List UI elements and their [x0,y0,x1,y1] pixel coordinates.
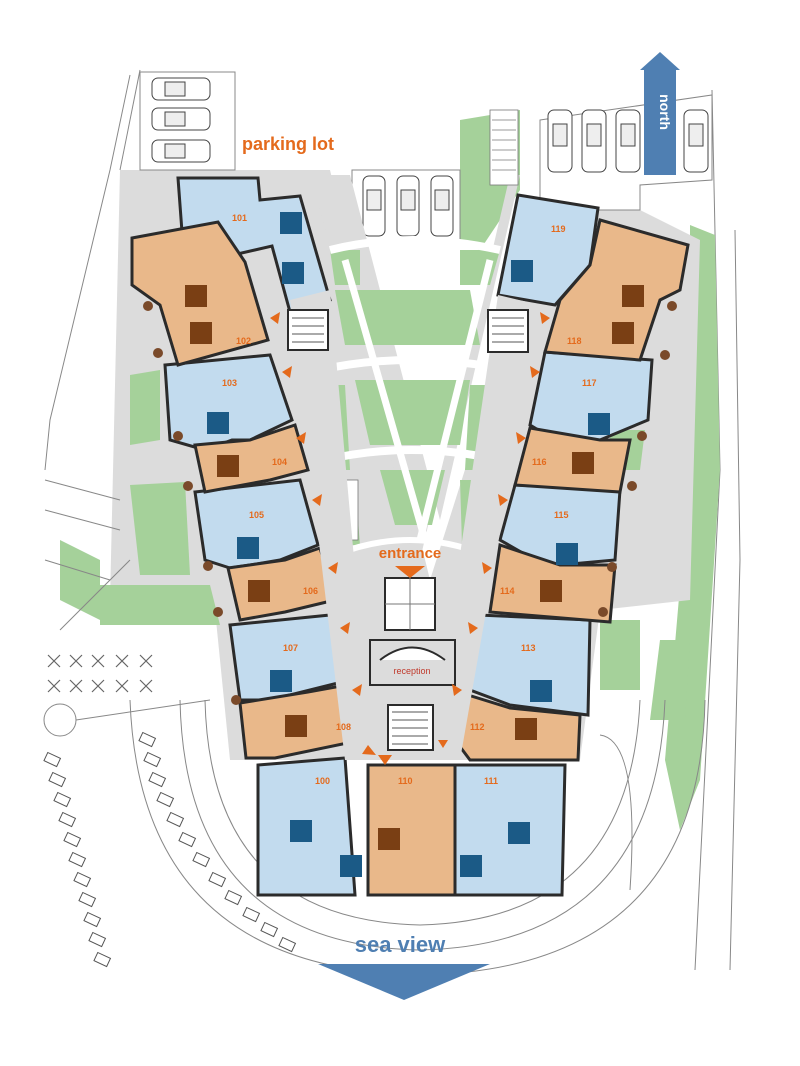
parking-lot-label: parking lot [242,134,334,154]
room-105-label: 105 [249,510,264,520]
room-103-label: 103 [222,378,237,388]
north-label: north [657,94,673,130]
room-102-label: 102 [236,336,251,346]
entrance-label: entrance [379,545,442,562]
reception-label: reception [393,666,430,676]
parking-left [139,71,236,171]
parking-middle [351,169,461,243]
room-110-shape [366,763,457,897]
patio-furniture [47,654,153,693]
room-117-label: 117 [582,378,597,388]
central-core [366,577,457,897]
parking-right [547,109,709,173]
room-104-label: 104 [272,457,287,467]
room-113-label: 113 [521,643,536,653]
room-110-label: 110 [398,776,413,786]
room-111-label: 111 [484,776,498,786]
north-arrow-icon: north [640,52,680,175]
sunbeds [43,731,297,968]
room-106-label: 106 [303,586,318,596]
room-108-label: 108 [336,722,351,732]
room-101-label: 101 [232,213,247,223]
room-119-label: 119 [551,224,566,234]
room-100-label: 100 [315,776,330,786]
sea-view-arrow-icon [318,964,490,1000]
sea-view-label: sea view [355,932,446,957]
beds [185,212,644,877]
room-118-label: 118 [567,336,582,346]
room-114-label: 114 [500,586,515,596]
room-115-label: 115 [554,510,569,520]
room-116-label: 116 [532,457,547,467]
terrace-tables [143,301,677,705]
room-107-label: 107 [283,643,298,653]
room-118-shape [543,218,690,362]
room-numbers: 101 102 103 104 105 106 107 108 100 110 … [222,213,597,786]
room-112-label: 112 [470,722,485,732]
entrance-arrow [395,566,425,578]
entry-arrows [270,312,550,765]
